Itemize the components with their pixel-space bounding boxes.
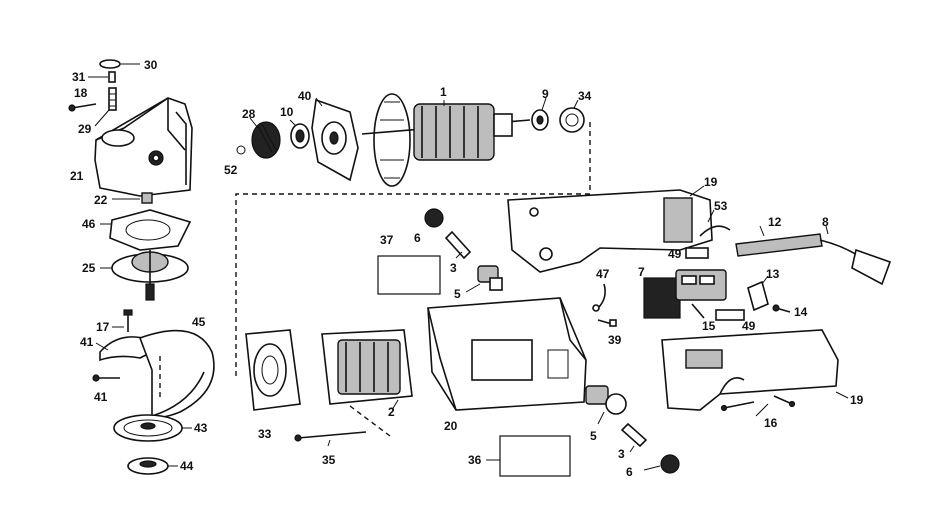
part-35-screw	[294, 431, 367, 447]
callout-41a: 41	[80, 335, 94, 349]
callout-36: 36	[468, 453, 482, 467]
callout-14: 14	[794, 305, 808, 319]
callout-18: 18	[74, 86, 88, 100]
callout-44: 44	[180, 459, 194, 473]
part-53-wire	[699, 209, 731, 237]
callout-12: 12	[768, 215, 782, 229]
part-18-screw	[68, 103, 97, 112]
part-30-washer	[99, 59, 140, 69]
part-46-gasket	[100, 209, 192, 251]
callout-8: 8	[822, 215, 829, 229]
callout-29: 29	[78, 122, 92, 136]
callout-22: 22	[94, 193, 108, 207]
callout-20: 20	[444, 419, 458, 433]
callout-2: 2	[388, 405, 395, 419]
part-7-switch	[643, 269, 727, 319]
callout-1: 1	[440, 85, 447, 99]
callout-49b: 49	[742, 319, 756, 333]
part-25-bearing-plate	[100, 250, 189, 301]
callout-7: 7	[638, 265, 645, 279]
part-22-nut	[112, 192, 153, 204]
callout-49a: 49	[668, 247, 682, 261]
part-12-cord-protector	[735, 225, 823, 257]
part-52-ring	[236, 145, 246, 155]
callout-15: 15	[702, 319, 716, 333]
callout-37: 37	[380, 233, 394, 247]
part-43-flange	[113, 414, 192, 442]
part-3-brush	[444, 230, 472, 260]
callout-9: 9	[542, 87, 549, 101]
callout-6a: 6	[414, 231, 421, 245]
part-37-label	[377, 255, 441, 295]
part-8-cord	[819, 225, 892, 286]
part-1-armature	[361, 93, 531, 187]
callout-30: 30	[144, 58, 158, 72]
callout-17: 17	[96, 320, 110, 334]
callout-39: 39	[608, 333, 622, 347]
part-45-wheel-guard	[138, 329, 215, 419]
assembly-dashed-line	[235, 122, 591, 380]
part-49-label-top	[685, 247, 709, 259]
callout-16: 16	[764, 416, 778, 430]
part-21-gear-case	[94, 97, 193, 197]
callout-19a: 19	[704, 175, 718, 189]
part-20-motor-housing	[427, 297, 587, 411]
callout-25: 25	[82, 261, 96, 275]
callout-35: 35	[322, 453, 336, 467]
callout-6b: 6	[626, 465, 633, 479]
part-2-field	[321, 329, 413, 411]
part-6-brush-cap-b	[643, 454, 680, 474]
part-5-brush-holder	[465, 265, 503, 293]
part-17-screw	[112, 309, 133, 332]
callout-5b: 5	[590, 429, 597, 443]
callout-3a: 3	[450, 261, 457, 275]
part-34-bearing-cup	[559, 99, 585, 133]
part-49-label-bottom	[715, 309, 745, 321]
part-9-bearing	[531, 97, 549, 131]
callout-47: 47	[596, 267, 610, 281]
part-16-screws	[720, 395, 796, 417]
callout-3b: 3	[618, 447, 625, 461]
part-6-brush-cap	[424, 208, 444, 228]
part-31-spindle-lock	[88, 71, 116, 83]
part-33-end-cap	[245, 329, 301, 411]
part-10-bearing	[289, 119, 310, 149]
part-36-label	[486, 435, 571, 477]
callout-43: 43	[194, 421, 208, 435]
part-3-brush-b	[620, 422, 648, 453]
part-29-spring	[94, 87, 117, 127]
callout-28: 28	[242, 107, 256, 121]
callout-34: 34	[578, 89, 592, 103]
part-19-handle-top	[507, 185, 713, 273]
part-5-brush-holder-b	[585, 385, 627, 425]
callout-5a: 5	[454, 287, 461, 301]
callout-46: 46	[82, 217, 96, 231]
part-28-pinion-gear	[249, 117, 281, 159]
field-dashed-line	[349, 405, 391, 437]
part-15-screw	[691, 303, 705, 319]
callout-21: 21	[70, 169, 84, 183]
callout-53: 53	[714, 199, 728, 213]
part-40-baffle	[311, 97, 359, 182]
callout-41b: 41	[94, 390, 108, 404]
callout-33: 33	[258, 427, 272, 441]
part-14-screw	[772, 304, 791, 313]
part-44-nut	[127, 457, 178, 475]
part-39-terminal	[597, 319, 617, 327]
part-47-wire	[592, 283, 606, 312]
callout-10: 10	[280, 105, 294, 119]
callout-45: 45	[192, 315, 206, 329]
part-19-handle-bottom	[661, 329, 849, 411]
callout-40: 40	[298, 89, 312, 103]
callout-13: 13	[766, 267, 780, 281]
callout-31: 31	[72, 70, 86, 84]
callout-19b: 19	[850, 393, 864, 407]
part-13-clamp	[747, 275, 769, 312]
callout-52: 52	[224, 163, 238, 177]
